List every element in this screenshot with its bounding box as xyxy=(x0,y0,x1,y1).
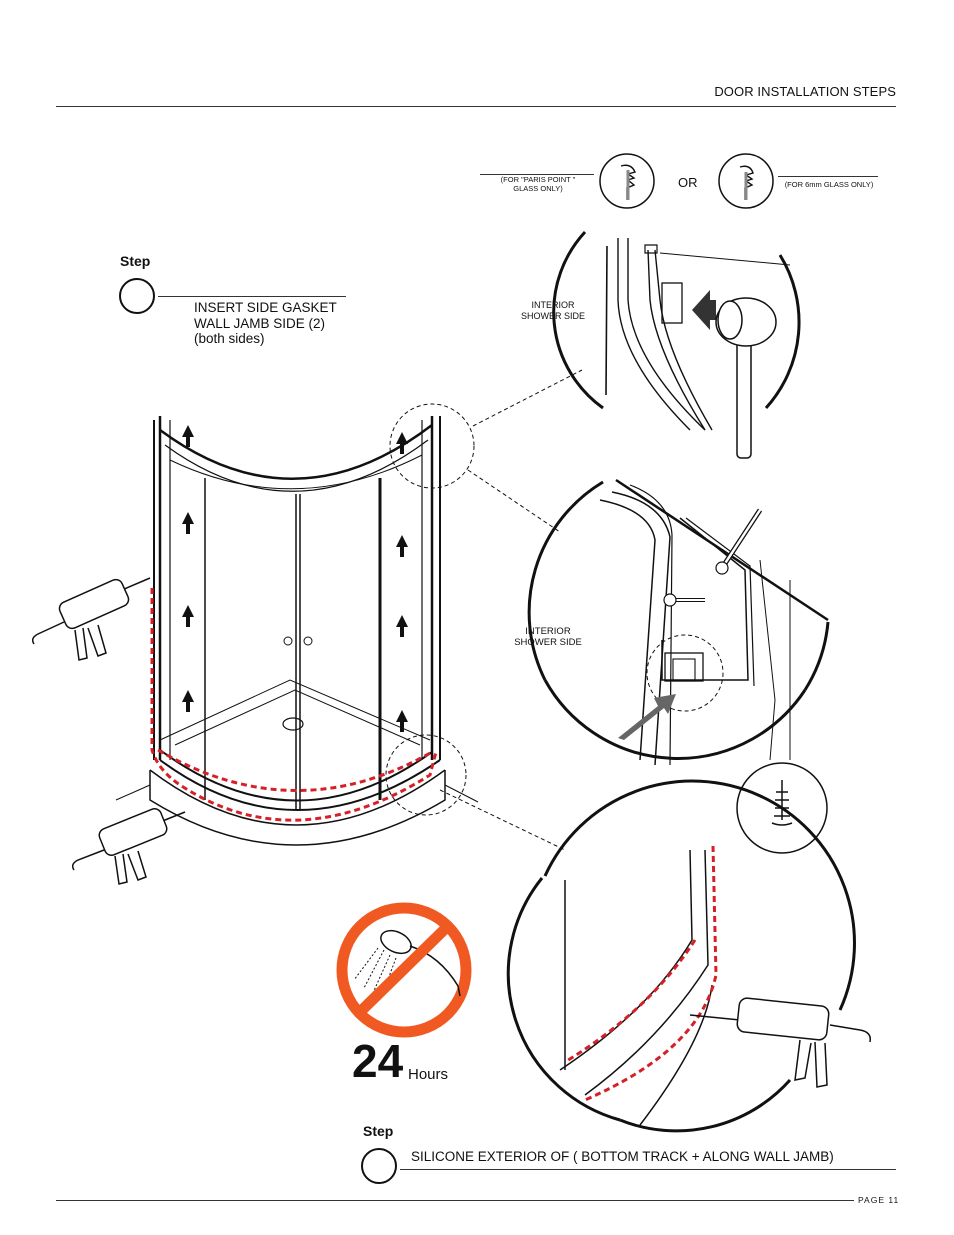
push-arrow-icon xyxy=(692,290,716,330)
step1-rule xyxy=(158,296,346,297)
step1-label: Step xyxy=(120,253,151,269)
footer-rule xyxy=(56,1200,854,1201)
step1-instruction: INSERT SIDE GASKET WALL JAMB SIDE (2) (b… xyxy=(194,300,337,347)
detail-mid-label-line: INTERIOR xyxy=(525,626,571,637)
page-header-title: DOOR INSTALLATION STEPS xyxy=(714,84,896,99)
detail-mid-label-line: SHOWER SIDE xyxy=(514,637,582,648)
step2-instruction: SILICONE EXTERIOR OF ( BOTTOM TRACK + AL… xyxy=(411,1149,834,1164)
cure-time-unit: Hours xyxy=(408,1066,449,1083)
screw-icon xyxy=(663,508,763,607)
step1-instruction-line: (both sides) xyxy=(194,331,265,346)
silicone-line-wall xyxy=(584,845,718,1102)
callout-connectors xyxy=(385,369,583,851)
caulk-gun-icon xyxy=(689,997,872,1088)
detail-mid-label: INTERIOR SHOWER SIDE xyxy=(502,626,594,648)
gasket-left-note: (FOR "PARIS POINT " GLASS ONLY) xyxy=(482,175,594,193)
anchor-zoom-ring xyxy=(646,634,724,712)
anchor-detail-circle xyxy=(736,762,828,854)
step1-number-circle xyxy=(119,278,155,314)
silicone-line-enclosure xyxy=(150,588,438,822)
caulk-gun-icon xyxy=(31,577,151,661)
detail-circle-anchor xyxy=(527,478,830,766)
page-number: PAGE 11 xyxy=(858,1195,900,1205)
gasket-right-note: (FOR 6mm GLASS ONLY) xyxy=(784,180,874,189)
gasket-profile-icon xyxy=(599,153,655,209)
detail-circle-gasket xyxy=(552,230,801,431)
step2-label: Step xyxy=(363,1123,394,1139)
step2-rule xyxy=(400,1169,896,1170)
shower-enclosure xyxy=(115,416,479,846)
gasket-profile-icon xyxy=(718,153,774,209)
gasket-direction-arrows xyxy=(182,425,408,732)
step1-instruction-line: WALL JAMB SIDE (2) xyxy=(194,315,326,331)
gasket-left-note-line: GLASS ONLY) xyxy=(513,184,563,193)
silicone-line-track xyxy=(564,939,697,1064)
anchor-icon xyxy=(771,780,793,826)
mallet-icon xyxy=(715,297,777,459)
silicone-line-enclosure-inner xyxy=(157,748,433,792)
gasket-left-note-line: (FOR "PARIS POINT " xyxy=(500,175,576,184)
gasket-or-label: OR xyxy=(678,175,698,190)
no-water-icon xyxy=(336,902,472,1038)
step1-instruction-line: INSERT SIDE GASKET xyxy=(194,300,337,315)
gasket-right-rule xyxy=(778,176,878,177)
step2-number-circle xyxy=(361,1148,397,1184)
insert-arrow-icon xyxy=(618,694,676,740)
header-rule xyxy=(56,106,896,107)
cure-time-number: 24 xyxy=(352,1035,404,1087)
gasket-left-rule xyxy=(480,174,594,175)
caulk-gun-icon xyxy=(71,808,186,885)
